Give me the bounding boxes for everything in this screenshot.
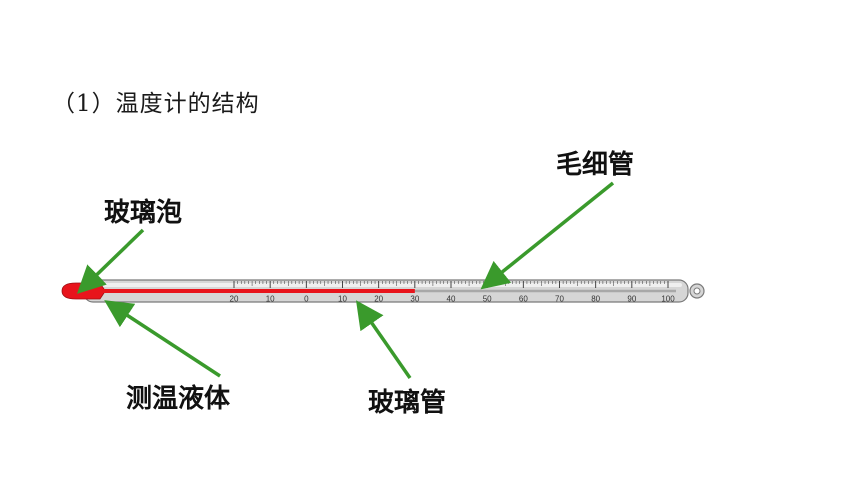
- scale-tick-label: 10: [338, 295, 347, 304]
- scale-ticks: [233, 281, 669, 288]
- label-glass-tube: 玻璃管: [368, 388, 447, 418]
- scale-tick-label: 50: [483, 295, 492, 304]
- arrow-bulb: [76, 228, 145, 294]
- scale-tick-label: 30: [410, 295, 419, 304]
- scale-tick-label: 40: [447, 295, 456, 304]
- scale-tick-label: 20: [230, 295, 239, 304]
- scale-tick-label: 100: [661, 295, 675, 304]
- scale-tick-label: 20: [374, 295, 383, 304]
- label-thermometric-liquid: 测温液体: [126, 384, 231, 414]
- arrow-tube: [356, 300, 412, 379]
- scale-tick-label: 70: [555, 295, 564, 304]
- scale-tick-label: 90: [627, 295, 636, 304]
- label-glass-bulb: 玻璃泡: [104, 198, 183, 228]
- scale-tick-label: 80: [591, 295, 600, 304]
- scale-tick-label: 60: [519, 295, 528, 304]
- scale-tick-label: 10: [266, 295, 275, 304]
- arrow-liquid: [104, 300, 221, 378]
- section-heading: （1）温度计的结构: [52, 91, 260, 117]
- hanging-ring: [689, 283, 705, 299]
- liquid-column: [100, 289, 415, 293]
- label-capillary: 毛细管: [556, 150, 635, 180]
- arrow-capillary: [480, 181, 615, 290]
- scale-tick-label: 0: [304, 295, 309, 304]
- glass-bulb: [61, 282, 105, 300]
